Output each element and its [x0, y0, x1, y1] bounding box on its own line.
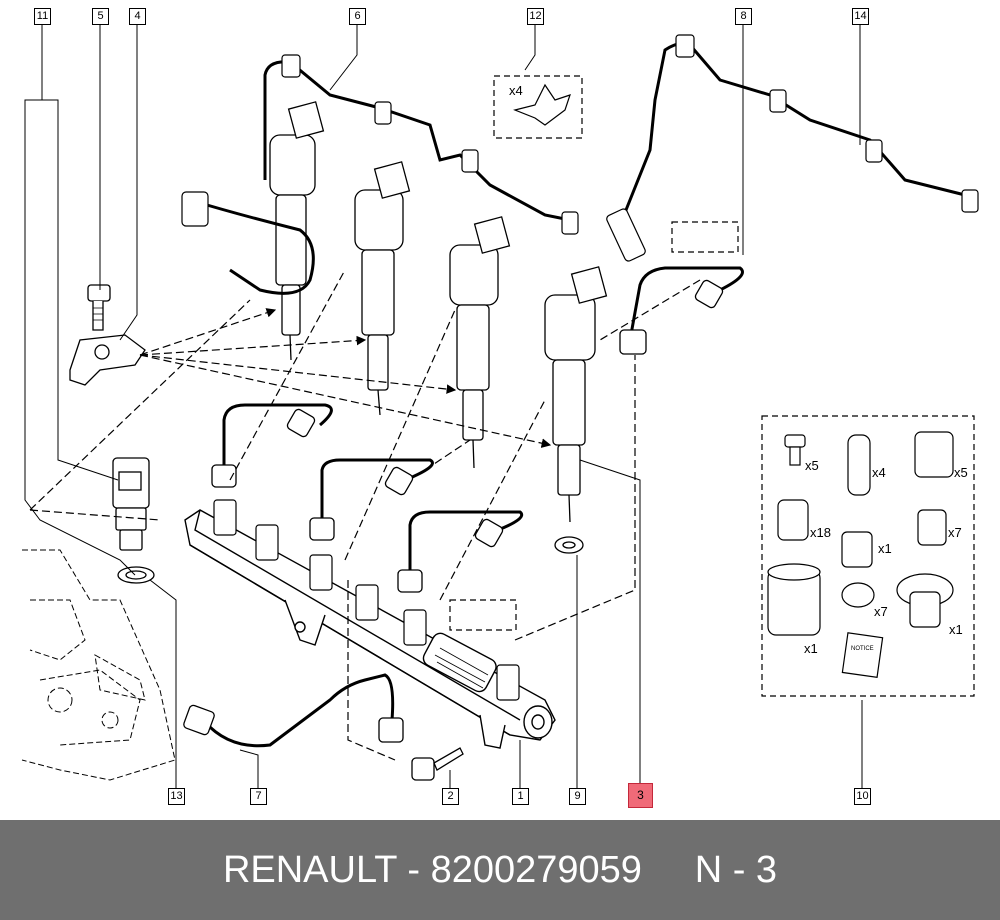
qty-kit-a: x5 [805, 458, 819, 473]
rail-fittings [213, 499, 520, 701]
qty-clip-pack: x4 [509, 83, 523, 98]
callout-7: 7 [250, 788, 267, 805]
qty-kit-d: x18 [810, 525, 831, 540]
exploded-parts-diagram: NOTICE [21, 24, 979, 788]
repair-kit: NOTICE [761, 415, 975, 697]
placeholder-boxes [449, 221, 739, 631]
bracket-and-screw [69, 284, 146, 386]
qty-kit-i: x1 [949, 622, 963, 637]
callout-12: 12 [527, 8, 544, 25]
qty-kit-b: x4 [872, 465, 886, 480]
callout-8: 8 [735, 8, 752, 25]
pressure-sensor [112, 457, 155, 584]
assembly-lines [29, 269, 701, 761]
part-number-caption: RENAULT - 8200279059 N - 3 [222, 849, 778, 891]
booklet-label: NOTICE [851, 646, 874, 652]
clip-pack [493, 75, 583, 139]
qty-kit-e: x1 [878, 541, 892, 556]
pipe-nuts [183, 279, 724, 743]
callout-11: 11 [34, 8, 51, 25]
callout-13: 13 [168, 788, 185, 805]
qty-kit-f: x7 [948, 525, 962, 540]
callout-1: 1 [512, 788, 529, 805]
callout-9: 9 [569, 788, 586, 805]
callout-14: 14 [852, 8, 869, 25]
callout-6: 6 [349, 8, 366, 25]
leader-lines [24, 24, 863, 788]
callout-3-highlighted: 3 [628, 783, 653, 808]
banjo-bolt [411, 747, 464, 781]
callout-5: 5 [92, 8, 109, 25]
callout-10: 10 [854, 788, 871, 805]
callout-4: 4 [129, 8, 146, 25]
qty-kit-c: x5 [954, 465, 968, 480]
callout-2: 2 [442, 788, 459, 805]
footer-bar: RENAULT - 8200279059 N - 3 [0, 820, 1000, 920]
qty-kit-g: x1 [804, 641, 818, 656]
qty-kit-h: x7 [874, 604, 888, 619]
fuel-rail [184, 509, 556, 749]
injectors [269, 101, 608, 554]
hose-connectors [181, 34, 979, 262]
engine-block [21, 549, 176, 781]
